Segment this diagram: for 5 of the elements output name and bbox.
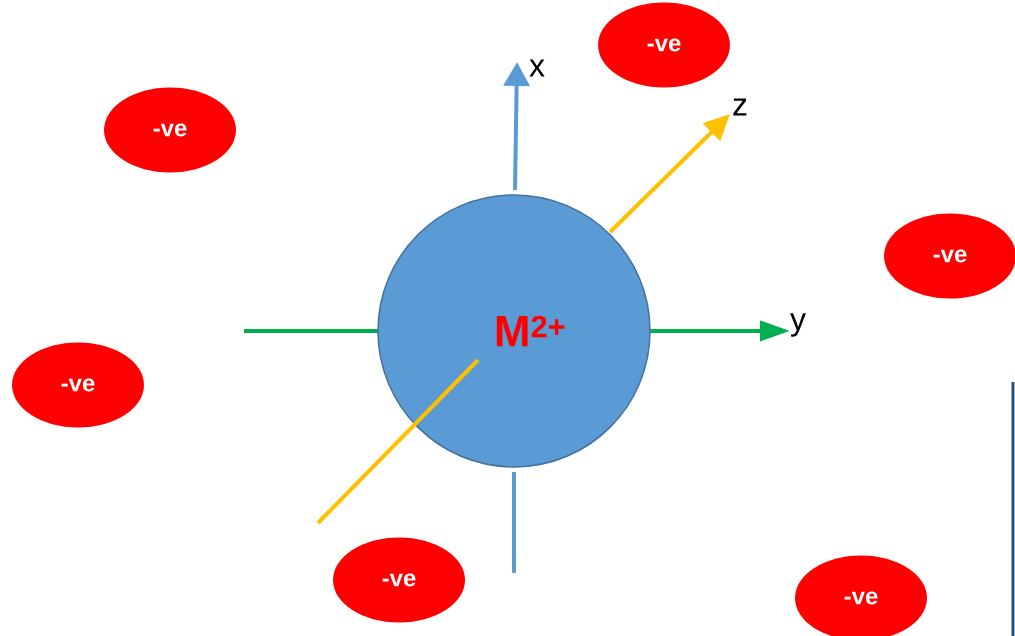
ion-circle (377, 194, 651, 468)
ion-symbol: M$^{2+}$ (496, 315, 565, 347)
axis-label: x (529, 59, 545, 77)
axis-label: y (790, 313, 806, 337)
axis-label: z (733, 98, 747, 116)
